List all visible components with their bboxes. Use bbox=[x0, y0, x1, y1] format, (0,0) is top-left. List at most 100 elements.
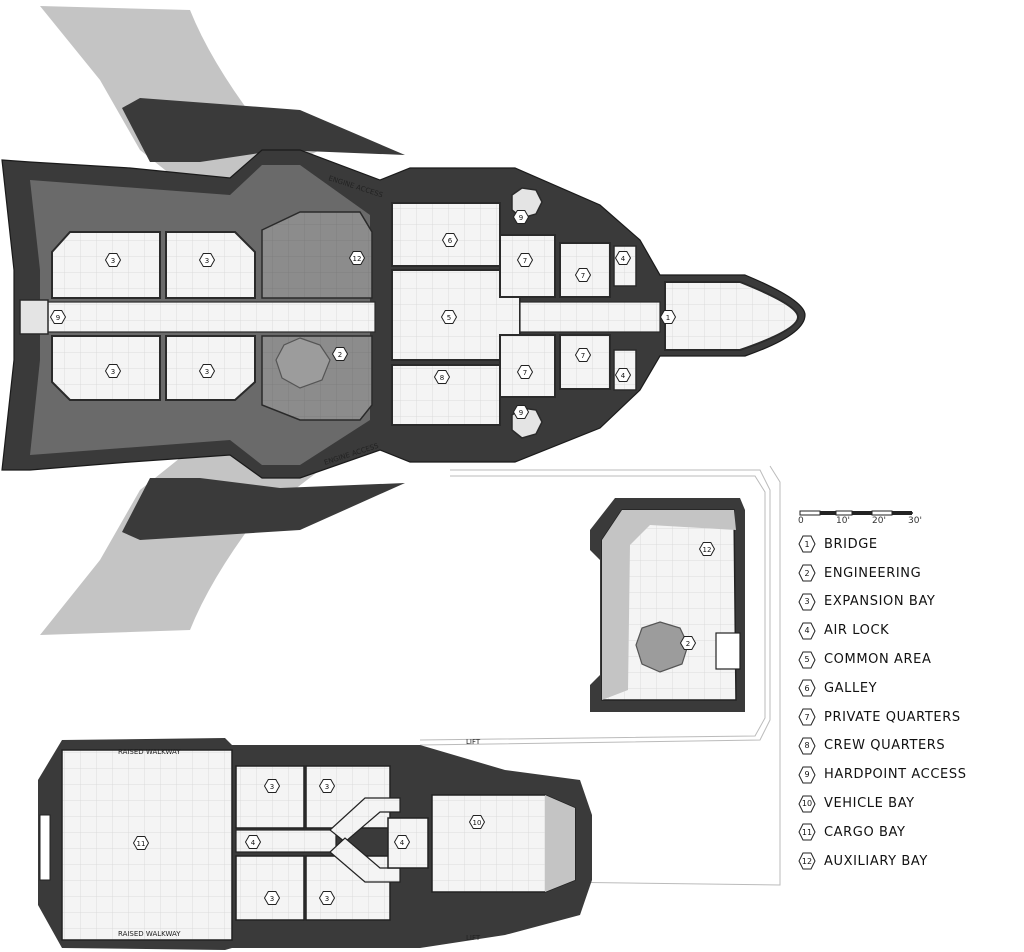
room-marker-engineering: 2 bbox=[679, 636, 697, 650]
legend-label: CARGO BAY bbox=[824, 824, 906, 840]
quarters-room bbox=[499, 334, 556, 398]
room-marker-cargo-bay: 11 bbox=[132, 836, 150, 850]
legend-number: 6 bbox=[804, 683, 810, 693]
raised-walkway-label: RAISED WALKWAY bbox=[118, 748, 181, 756]
legend-item: 10 VEHICLE BAY bbox=[798, 789, 1018, 818]
hardpoint-aft bbox=[19, 299, 49, 335]
scale-tick: 10' bbox=[836, 516, 850, 526]
svg-text:2: 2 bbox=[338, 351, 342, 359]
room-marker-air-lock: 4 bbox=[614, 251, 632, 265]
svg-text:11: 11 bbox=[137, 840, 146, 848]
room-marker-hardpoint: 9 bbox=[512, 405, 530, 419]
legend-label: PRIVATE QUARTERS bbox=[824, 709, 961, 725]
hex-marker-icon: 3 bbox=[798, 593, 816, 611]
svg-text:1: 1 bbox=[666, 314, 670, 322]
svg-text:4: 4 bbox=[400, 839, 405, 847]
room-marker-common-area: 5 bbox=[440, 310, 458, 324]
hex-marker-icon: 12 bbox=[798, 852, 816, 870]
legend-number: 2 bbox=[804, 568, 810, 578]
legend-item: 2 ENGINEERING bbox=[798, 559, 1018, 588]
svg-text:7: 7 bbox=[581, 272, 585, 280]
legend-item: 3 EXPANSION BAY bbox=[798, 588, 1018, 617]
legend-number: 9 bbox=[804, 770, 810, 780]
legend-label: AUXILIARY BAY bbox=[824, 853, 928, 869]
room-marker-private-quarters: 7 bbox=[516, 253, 534, 267]
room-marker-expansion-bay: 3 bbox=[198, 364, 216, 378]
svg-text:4: 4 bbox=[621, 255, 626, 263]
legend-label: ENGINEERING bbox=[824, 565, 922, 581]
legend-label: EXPANSION BAY bbox=[824, 594, 936, 610]
room-marker-expansion-bay: 3 bbox=[318, 891, 336, 905]
forward-corridor bbox=[519, 301, 661, 333]
reactor-core bbox=[275, 337, 331, 389]
engineering-deck bbox=[590, 498, 745, 712]
svg-text:9: 9 bbox=[56, 314, 60, 322]
room-marker-expansion-bay: 3 bbox=[263, 891, 281, 905]
upper-pod bbox=[122, 98, 405, 162]
room-marker-private-quarters: 7 bbox=[574, 348, 592, 362]
hex-marker-icon: 10 bbox=[798, 795, 816, 813]
room-marker-private-quarters: 7 bbox=[574, 268, 592, 282]
legend-number: 8 bbox=[804, 741, 810, 751]
legend-label: COMMON AREA bbox=[824, 652, 932, 668]
legend-item: 8 CREW QUARTERS bbox=[798, 732, 1018, 761]
cargo-door bbox=[39, 814, 51, 881]
hex-marker-icon: 9 bbox=[798, 766, 816, 784]
room-marker-bridge: 1 bbox=[659, 310, 677, 324]
legend-number: 10 bbox=[801, 799, 813, 809]
lower-expansion-bay bbox=[235, 765, 305, 829]
svg-text:4: 4 bbox=[621, 372, 626, 380]
scale-tick: 0 bbox=[798, 516, 804, 526]
legend-item: 12 AUXILIARY BAY bbox=[798, 847, 1018, 876]
expansion-bay-room bbox=[51, 335, 161, 401]
lower-pod bbox=[122, 478, 405, 540]
room-marker-expansion-bay: 3 bbox=[104, 253, 122, 267]
svg-text:3: 3 bbox=[205, 257, 209, 265]
svg-text:7: 7 bbox=[523, 257, 527, 265]
room-marker-expansion-bay: 3 bbox=[104, 364, 122, 378]
legend-number: 11 bbox=[801, 827, 813, 837]
svg-text:3: 3 bbox=[111, 368, 115, 376]
svg-text:9: 9 bbox=[519, 214, 523, 222]
room-marker-expansion-bay: 3 bbox=[318, 779, 336, 793]
scale-bar: 0 10' 20' 30' bbox=[798, 505, 928, 527]
engineering-deck-stair bbox=[715, 632, 741, 670]
hex-marker-icon: 6 bbox=[798, 679, 816, 697]
room-marker-expansion-bay: 3 bbox=[263, 779, 281, 793]
scale-tick: 30' bbox=[908, 516, 922, 526]
hex-marker-icon: 8 bbox=[798, 737, 816, 755]
legend-label: VEHICLE BAY bbox=[824, 796, 915, 812]
legend-label: BRIDGE bbox=[824, 536, 878, 552]
svg-text:3: 3 bbox=[325, 783, 329, 791]
svg-text:5: 5 bbox=[447, 314, 451, 322]
room-marker-auxiliary-bay: 12 bbox=[698, 542, 716, 556]
room-marker-engineering: 2 bbox=[331, 347, 349, 361]
room-marker-auxiliary-bay: 12 bbox=[348, 251, 366, 265]
svg-text:10: 10 bbox=[473, 819, 482, 827]
svg-text:4: 4 bbox=[251, 839, 256, 847]
quarters-room bbox=[559, 334, 611, 390]
legend-number: 3 bbox=[804, 597, 810, 607]
svg-text:3: 3 bbox=[205, 368, 209, 376]
svg-text:3: 3 bbox=[325, 895, 329, 903]
legend-label: CREW QUARTERS bbox=[824, 738, 946, 754]
svg-text:12: 12 bbox=[353, 255, 362, 263]
room-marker-galley: 6 bbox=[441, 233, 459, 247]
room-marker-air-lock: 4 bbox=[614, 368, 632, 382]
svg-text:3: 3 bbox=[270, 783, 274, 791]
svg-text:6: 6 bbox=[448, 237, 453, 245]
lower-deck bbox=[38, 738, 592, 950]
scale-tick: 20' bbox=[872, 516, 886, 526]
svg-text:3: 3 bbox=[270, 895, 274, 903]
room-marker-crew-quarters: 8 bbox=[433, 370, 451, 384]
legend-item: 11 CARGO BAY bbox=[798, 818, 1018, 847]
engineering-deck-core bbox=[635, 621, 689, 673]
aft-corridor bbox=[29, 301, 376, 333]
svg-text:2: 2 bbox=[686, 640, 690, 648]
